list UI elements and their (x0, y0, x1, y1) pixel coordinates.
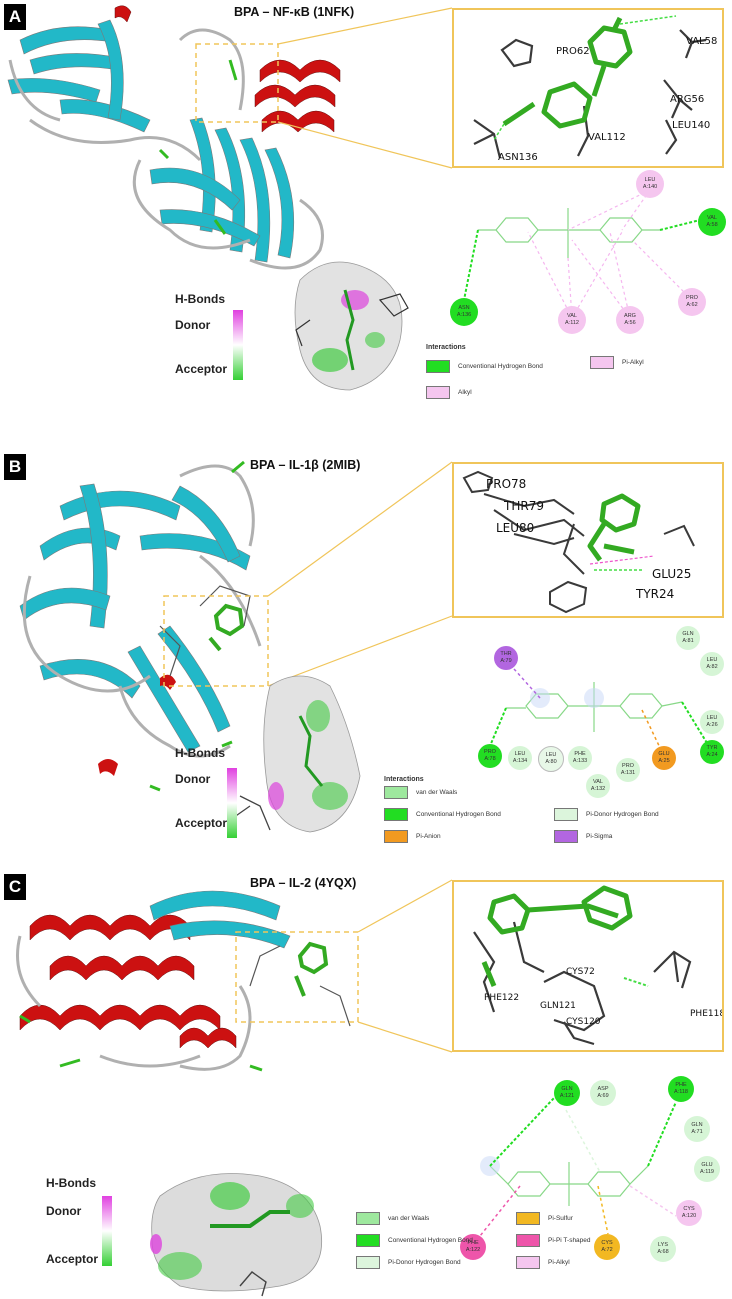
residue-label: VAL112 (588, 132, 626, 143)
hbond-title: H-Bonds (46, 1176, 96, 1190)
zoom-inset: PRO62 VAL58 ARG56 LEU140 VAL112 ASN136 (452, 8, 724, 168)
residue-label: ARG56 (670, 94, 704, 105)
hbond-scale: H-Bonds Donor Acceptor (46, 1176, 126, 1286)
hbond-gradient-bar (102, 1196, 112, 1266)
hbond-scale: H-Bonds Donor Acceptor (175, 746, 255, 846)
hbond-donor-label: Donor (46, 1204, 82, 1218)
legend-item: Conventional Hydrogen Bond (384, 808, 501, 821)
legend-item: Pi-Pi T-shaped (516, 1234, 591, 1247)
legend-title: Interactions (426, 344, 466, 351)
panel-title: BPA – NF-κB (1NFK) (234, 5, 355, 19)
panel-a: A BPA – NF-κB (1NFK) (0, 0, 732, 422)
legend-item: van der Waals (384, 786, 457, 799)
legend-item: Alkyl (426, 386, 472, 399)
hbond-acceptor-label: Acceptor (175, 362, 228, 376)
hbond-scale: H-Bonds Donor Acceptor (175, 292, 255, 392)
legend-item: Pi-Alkyl (590, 356, 644, 369)
interaction-legend: Interactions van der Waals Conventional … (384, 776, 724, 856)
panel-title: BPA – IL-2 (4YQX) (250, 876, 357, 890)
legend-item: van der Waals (356, 1212, 429, 1225)
surface-pocket (150, 1173, 322, 1297)
protein-ribbon-structure (19, 460, 711, 833)
hbond-acceptor-label: Acceptor (46, 1252, 99, 1266)
residue-label: PHE122 (484, 993, 519, 1003)
hbond-gradient-bar (227, 768, 237, 838)
legend-item: Pi-Sigma (554, 830, 612, 843)
residue-label: PHE118 (690, 1009, 722, 1019)
hbond-acceptor-label: Acceptor (175, 816, 228, 830)
hbond-donor-label: Donor (175, 772, 211, 786)
legend-item: Conventional Hydrogen Bond (426, 360, 543, 373)
residue-label: GLU25 (652, 567, 691, 581)
hbond-title: H-Bonds (175, 746, 225, 760)
protein-ribbon-structure (16, 879, 677, 1297)
residue-label: GLN121 (540, 1001, 576, 1011)
residue-label: CYS72 (566, 967, 595, 977)
interaction-legend: van der Waals Pi-Sulfur Conventional Hyd… (356, 1208, 726, 1294)
panel-b: B BPA – IL-1β (2MIB) (0, 446, 732, 866)
residue-label: TYR24 (635, 587, 674, 601)
interaction-diagram (463, 189, 709, 319)
interaction-diagram (489, 659, 711, 753)
surface-pocket (229, 675, 361, 833)
residue-label: LEU80 (496, 521, 534, 535)
interaction-diagram (479, 1097, 677, 1237)
zoom-inset: PRO78 THR79 LEU80 GLU25 TYR24 (452, 462, 724, 618)
surface-pocket (294, 261, 409, 391)
panel-title: BPA – IL-1β (2MIB) (250, 458, 361, 472)
residue-label: VAL58 (686, 36, 717, 47)
hbond-donor-label: Donor (175, 318, 211, 332)
legend-title: Interactions (384, 776, 424, 783)
legend-item: Pi-Anion (384, 830, 441, 843)
legend-item: Pi-Alkyl (516, 1256, 570, 1269)
legend-item: Conventional Hydrogen Bond (356, 1234, 473, 1247)
legend-item: Pi-Donor Hydrogen Bond (554, 808, 659, 821)
panel-c: C BPA – IL-2 (4YQX) (0, 866, 732, 1299)
hbond-gradient-bar (233, 310, 243, 380)
residue-label: ASN136 (498, 152, 538, 163)
legend-item: Pi-Sulfur (516, 1212, 573, 1225)
panel-label: C (4, 874, 26, 900)
residue-label: THR79 (503, 499, 544, 513)
residue-label: PRO62 (556, 46, 590, 57)
residue-label: LEU140 (672, 120, 710, 131)
residue-label: PRO78 (486, 477, 526, 491)
residue-label: CYS120 (566, 1017, 601, 1027)
legend-item: Pi-Donor Hydrogen Bond (356, 1256, 461, 1269)
panel-label: A (4, 4, 26, 30)
panel-label: B (4, 454, 26, 480)
zoom-inset: CYS72 PHE122 GLN121 CYS120 PHE118 (452, 880, 725, 1052)
interaction-legend: Interactions Conventional Hydrogen Bond … (426, 344, 726, 414)
protein-ribbon-structure (7, 5, 709, 391)
hbond-title: H-Bonds (175, 292, 225, 306)
